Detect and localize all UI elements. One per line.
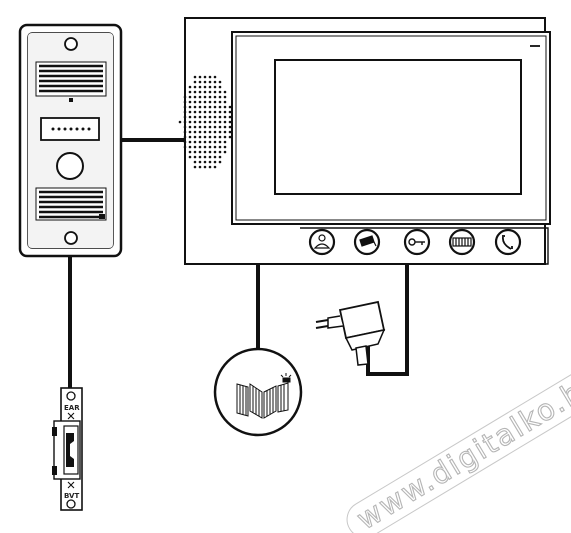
key-icon — [408, 238, 425, 246]
indoor-monitor — [178, 17, 551, 265]
monitor-button-gate[interactable] — [448, 228, 476, 256]
outdoor-panel — [18, 23, 123, 258]
gate-icon — [452, 237, 472, 247]
microphone-grille-icon — [178, 75, 232, 169]
user-icon — [313, 234, 331, 249]
monitor-screen — [274, 59, 522, 195]
camera-icon — [359, 235, 377, 247]
screw-hole-icon — [64, 231, 78, 245]
gate-icon — [236, 373, 292, 419]
speaker-grille-icon — [35, 61, 107, 97]
monitor-button-user[interactable] — [308, 228, 336, 256]
watermark: www.digitalko.hu — [346, 359, 571, 533]
strike-label-bottom: BVT — [64, 492, 79, 500]
call-button-icon — [56, 152, 84, 180]
screw-hole-icon — [64, 37, 78, 51]
phone-icon — [502, 235, 513, 250]
strike-label-top: EAR — [64, 404, 80, 412]
watermark-text: www.digitalko.hu — [351, 364, 571, 533]
gate-opener — [213, 347, 303, 437]
monitor-buttons — [308, 228, 522, 256]
monitor-button-key[interactable] — [403, 228, 431, 256]
speaker-grille-icon — [35, 187, 107, 221]
monitor-button-camera[interactable] — [353, 228, 381, 256]
nameplate-icon — [40, 117, 100, 141]
door-strike: EAR BVT — [52, 387, 83, 511]
power-adapter — [315, 300, 386, 366]
monitor-button-phone[interactable] — [494, 228, 522, 256]
